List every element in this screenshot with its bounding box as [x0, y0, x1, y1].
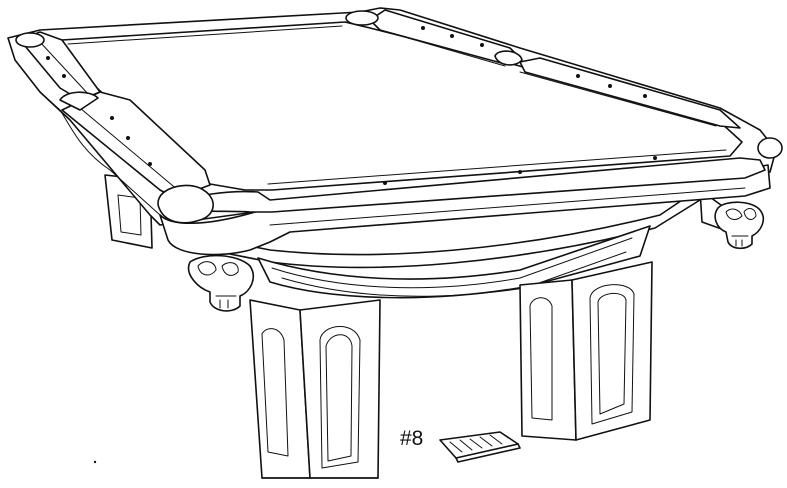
- pockets: [15, 10, 783, 224]
- pocket-side-left: [59, 91, 99, 111]
- rail-cushions: [19, 9, 766, 213]
- pocket-back-right: [345, 10, 379, 26]
- stray-mark: [93, 460, 97, 464]
- part-number-label: #8: [400, 427, 424, 450]
- front-left-claw-foot: [187, 254, 255, 312]
- leveling-shim-icon: [439, 431, 521, 463]
- pocket-front-right: [757, 137, 783, 159]
- back-right-claw-foot: [714, 201, 765, 250]
- pocket-side-right: [494, 50, 523, 66]
- pocket-front-left: [157, 184, 214, 224]
- front-right-leg: [519, 261, 653, 441]
- pocket-back-left: [15, 32, 45, 48]
- rail-sights: [46, 26, 657, 185]
- front-left-leg: [249, 299, 381, 479]
